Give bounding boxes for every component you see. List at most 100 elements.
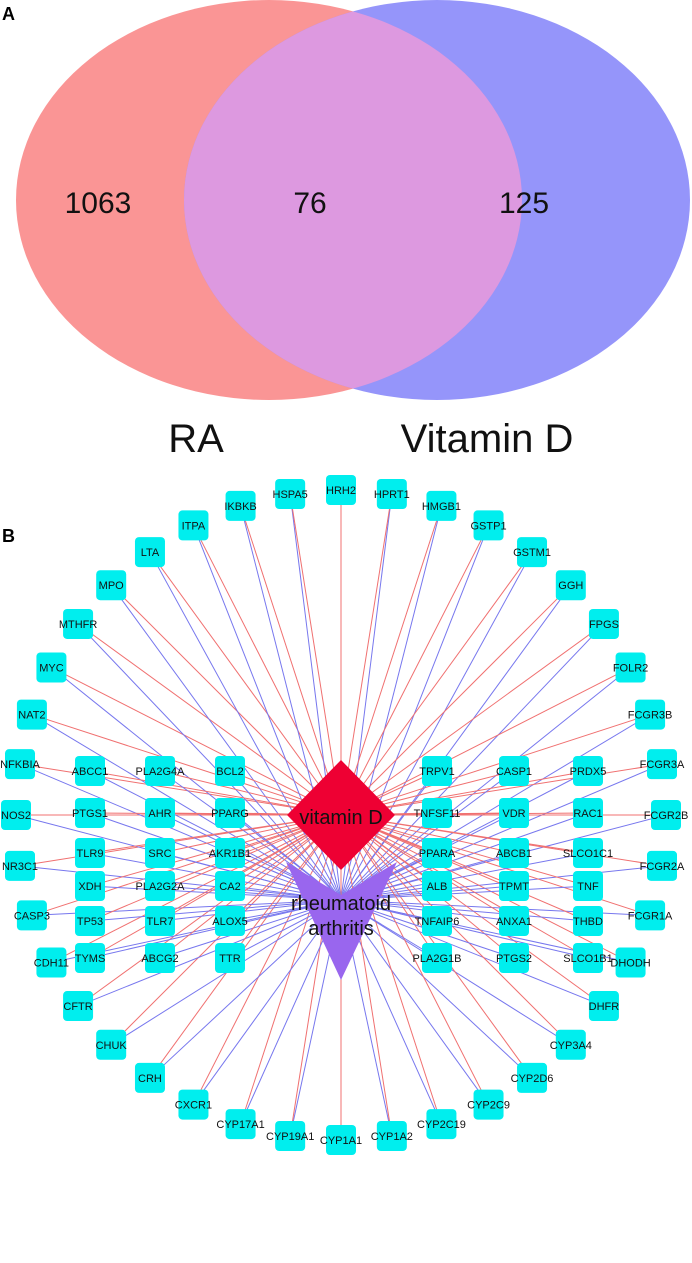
gene-node-label: PLA2G4A	[136, 766, 186, 778]
hub-vitamin-d	[287, 760, 395, 870]
gene-node-label: TNFAIP6	[415, 916, 460, 928]
panel-a-label: A	[2, 4, 15, 24]
edge-vitamin-d-gstp1	[340, 525, 489, 816]
edge-vitamin-d-fcgr3a	[340, 763, 663, 816]
gene-node-nr3c1: NR3C1	[2, 850, 38, 881]
gene-node-label: PRDX5	[570, 766, 607, 778]
gene-node-tnfaip6: TNFAIP6	[415, 906, 460, 936]
gene-node-box	[75, 906, 105, 936]
gene-node-tyms: TYMS	[75, 943, 105, 973]
gene-node-box	[646, 749, 677, 780]
gene-node-ptgs2: PTGS2	[496, 943, 532, 973]
gene-node-casp3: CASP3	[14, 900, 50, 931]
gene-node-pla2g2a: PLA2G2A	[136, 871, 185, 901]
edge-ra-ggh	[340, 584, 572, 901]
edge-ra-cxcr1	[193, 899, 342, 1105]
gene-node-box	[573, 871, 603, 901]
gene-node-label: PTGS1	[72, 808, 108, 820]
edge-vitamin-d-ikbkb	[240, 505, 342, 816]
gene-node-label: THBD	[573, 916, 603, 928]
gene-node-box	[499, 906, 529, 936]
edge-vitamin-d-myc	[51, 667, 342, 816]
venn-panel: A 1063 76 125 RA Vitamin D	[2, 0, 690, 461]
edge-vitamin-d-cyp3a4	[340, 814, 572, 1046]
gene-node-box	[215, 906, 245, 936]
gene-node-label: FCGR2B	[644, 810, 689, 822]
edge-vitamin-d-slco1b1	[340, 814, 589, 959]
gene-node-tnfsf11: TNFSF11	[414, 798, 460, 828]
gene-node-label: FCGR1A	[628, 910, 673, 922]
gene-node-slco1c1: SLCO1C1	[563, 838, 613, 868]
gene-node-abcb1: ABCB1	[496, 838, 532, 868]
gene-node-box	[75, 943, 105, 973]
gene-node-label: CYP2D6	[511, 1073, 554, 1085]
venn-overlap-region	[184, 0, 522, 400]
gene-node-label: TP53	[77, 916, 103, 928]
gene-node-label: CHUK	[96, 1040, 128, 1052]
gene-node-box	[573, 838, 603, 868]
gene-node-box	[422, 943, 452, 973]
gene-node-ttr: TTR	[215, 943, 245, 973]
gene-node-cyp2c19: CYP2C19	[417, 1109, 466, 1140]
gene-node-label: CYP2C9	[467, 1100, 510, 1112]
gene-node-box	[651, 800, 681, 830]
gene-node-fcgr3a: FCGR3A	[640, 749, 685, 780]
gene-node-box	[422, 756, 452, 786]
gene-node-label: TLR9	[77, 848, 104, 860]
edge-vitamin-d-hprt1	[340, 493, 393, 816]
gene-node-label: ANXA1	[496, 916, 532, 928]
hub-vitamin-d-label: vitamin D	[299, 807, 382, 829]
gene-node-fpgs: FPGS	[588, 608, 619, 639]
gene-node-label: FCGR3A	[640, 759, 685, 771]
gene-node-box	[422, 798, 452, 828]
gene-node-box	[215, 871, 245, 901]
gene-node-label: PLA2G1B	[413, 953, 462, 965]
gene-node-slco1b1: SLCO1B1	[563, 943, 613, 973]
edge-vitamin-d-crh	[149, 814, 342, 1079]
gene-node-box	[573, 943, 603, 973]
gene-node-box	[134, 537, 165, 568]
gene-node-nfkbia: NFKBIA	[0, 749, 41, 780]
gene-node-myc: MYC	[36, 652, 67, 683]
gene-node-label: TNF	[577, 881, 599, 893]
gene-node-label: FPGS	[589, 619, 619, 631]
gene-node-label: NAT2	[18, 710, 45, 722]
gene-node-label: TPMT	[499, 881, 529, 893]
edge-vitamin-d-nat2	[31, 714, 342, 816]
gene-node-box	[426, 1109, 457, 1140]
gene-node-label: SRC	[148, 848, 171, 860]
edge-ra-folr2	[340, 667, 631, 901]
gene-node-alox5: ALOX5	[212, 906, 248, 936]
gene-node-anxa1: ANXA1	[496, 906, 532, 936]
edge-ra-thbd	[340, 899, 589, 922]
gene-node-label: GSTM1	[513, 547, 551, 559]
gene-node-box	[573, 906, 603, 936]
gene-node-box	[215, 838, 245, 868]
gene-node-cxcr1: CXCR1	[175, 1089, 212, 1120]
gene-node-akr1b1: AKR1B1	[209, 838, 251, 868]
gene-node-casp1: CASP1	[496, 756, 532, 786]
gene-node-label: FCGR2A	[640, 861, 685, 873]
gene-node-box	[588, 608, 619, 639]
hub-rheumatoid-arthritis	[286, 862, 397, 980]
gene-node-label: CYP1A1	[320, 1135, 362, 1147]
gene-node-label: CA2	[219, 881, 240, 893]
gene-node-box	[145, 798, 175, 828]
gene-node-tlr7: TLR7	[145, 906, 175, 936]
gene-node-label: NR3C1	[2, 861, 38, 873]
gene-node-box	[215, 798, 245, 828]
gene-node-cyp3a4: CYP3A4	[550, 1029, 592, 1060]
gene-node-alb: ALB	[422, 871, 452, 901]
edge-ra-slco1b1	[340, 899, 589, 959]
gene-node-label: ALOX5	[212, 916, 247, 928]
gene-node-label: HMGB1	[422, 501, 461, 513]
gene-node-box	[573, 756, 603, 786]
edge-ra-fpgs	[340, 623, 605, 901]
venn-count-overlap: 76	[293, 187, 326, 220]
gene-node-box	[426, 490, 457, 521]
gene-node-box	[473, 1089, 504, 1120]
gene-node-box	[555, 1029, 586, 1060]
venn-count-vitamin-d-only: 125	[499, 187, 549, 220]
